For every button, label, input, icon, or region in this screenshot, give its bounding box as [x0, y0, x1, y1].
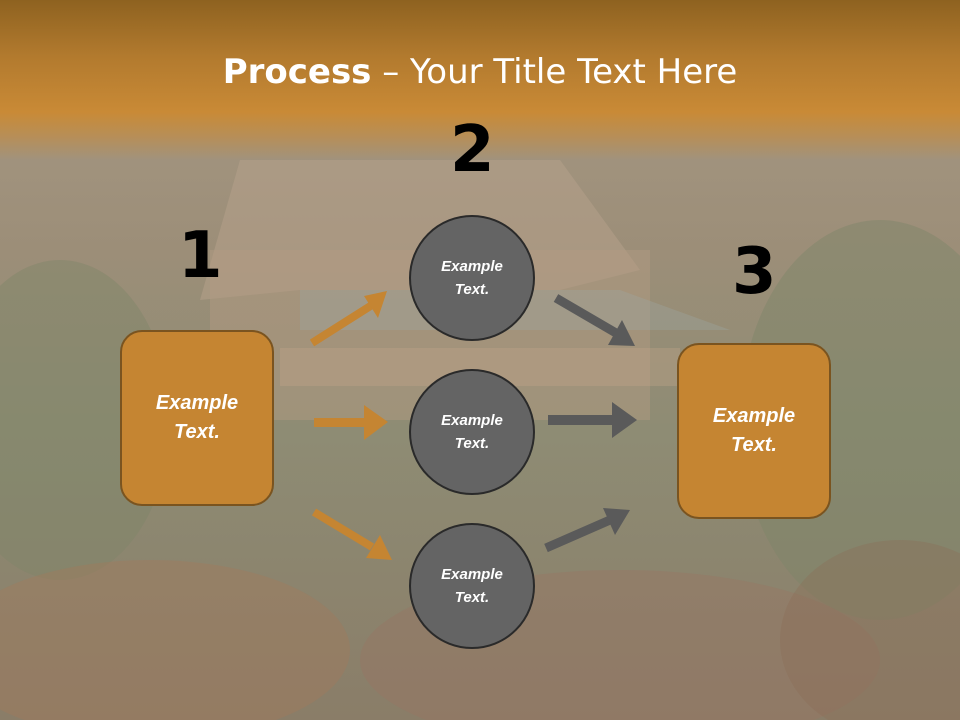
step3-box: Example Text.	[677, 343, 831, 519]
arrow-from-bottom-circle	[544, 508, 630, 553]
arrow-to-bottom-circle	[311, 508, 392, 560]
title-rest: – Your Title Text Here	[371, 52, 738, 92]
step-number-3: 3	[732, 235, 777, 309]
arrow-to-top-circle	[309, 291, 387, 347]
arrow-from-middle-circle	[548, 402, 637, 438]
step2-circle-middle: Example Text.	[409, 369, 535, 495]
step-number-2: 2	[450, 113, 495, 187]
step-number-1: 1	[178, 219, 223, 293]
arrow-to-middle-circle	[314, 405, 388, 440]
title-bold: Process	[222, 52, 372, 92]
step1-box: Example Text.	[120, 330, 274, 506]
step2-circle-bottom: Example Text.	[409, 523, 535, 649]
step2-circle-top: Example Text.	[409, 215, 535, 341]
slide-title: Process – Your Title Text Here	[0, 52, 960, 92]
title-band	[0, 0, 960, 160]
arrow-from-top-circle	[553, 294, 635, 346]
